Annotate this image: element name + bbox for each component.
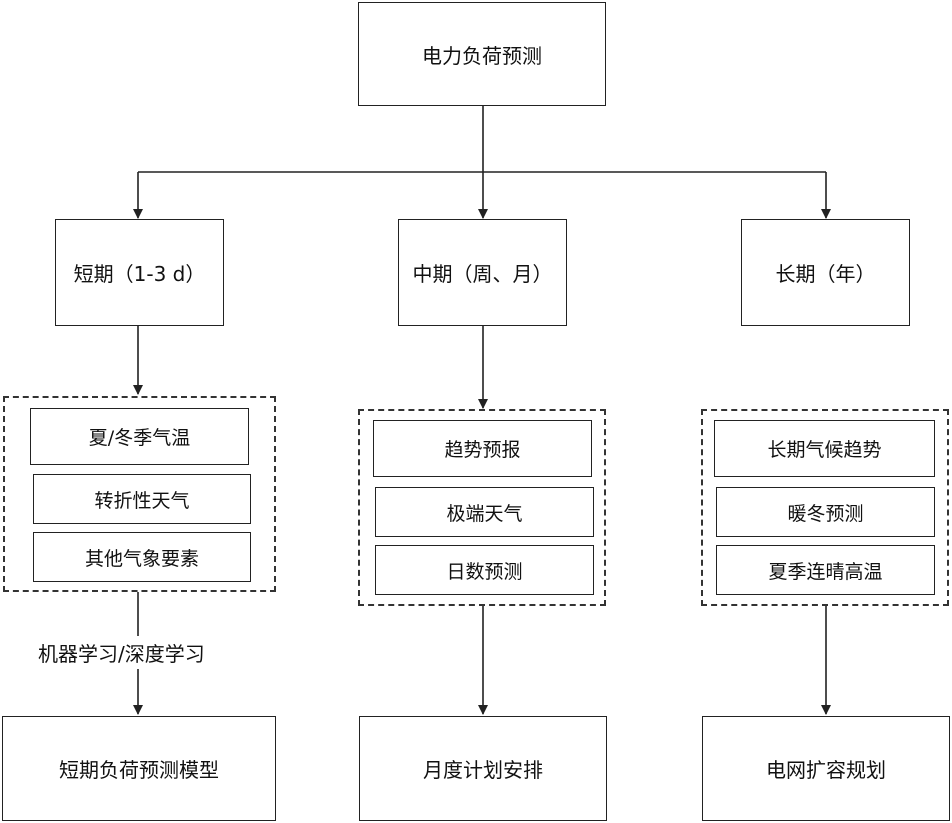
short-factor-label: 转折性天气 xyxy=(94,489,190,512)
mid-factor-label: 日数预测 xyxy=(446,560,523,583)
output-short-node: 短期负荷预测模型 xyxy=(2,716,276,821)
branch-long-node: 长期（年） xyxy=(741,219,910,326)
short-factor-item: 其他气象要素 xyxy=(33,532,251,582)
branch-short-node: 短期（1-3 d） xyxy=(55,219,224,326)
short-factor-label: 其他气象要素 xyxy=(84,547,199,570)
long-factor-label: 夏季连晴高温 xyxy=(768,560,883,583)
root-label: 电力负荷预测 xyxy=(422,43,542,68)
short-factors-group xyxy=(3,396,276,592)
branch-short-title: 短期（1-3 d） xyxy=(73,262,206,286)
output-short-label: 短期负荷预测模型 xyxy=(59,758,219,782)
mid-factor-label: 极端天气 xyxy=(446,502,523,525)
branch-mid-node: 中期（周、月） xyxy=(398,219,567,326)
short-factor-item: 夏/冬季气温 xyxy=(30,408,249,465)
mid-factor-item: 日数预测 xyxy=(375,545,594,595)
long-factor-label: 暖冬预测 xyxy=(787,502,864,525)
long-factors-group xyxy=(701,409,949,606)
long-factor-item: 长期气候趋势 xyxy=(714,420,935,477)
branch-long-title: 长期（年） xyxy=(775,262,876,286)
mid-factor-label: 趋势预报 xyxy=(444,439,521,461)
output-long-label: 电网扩容规划 xyxy=(766,758,886,782)
root-node: 电力负荷预测 xyxy=(358,2,606,106)
method-label: 机器学习/深度学习 xyxy=(32,636,211,669)
branch-mid-title: 中期（周、月） xyxy=(412,262,553,286)
long-factor-label: 长期气候趋势 xyxy=(767,439,882,461)
long-factor-item: 暖冬预测 xyxy=(716,487,935,537)
short-factor-item: 转折性天气 xyxy=(33,474,251,524)
mid-factor-item: 极端天气 xyxy=(375,487,594,537)
long-factor-item: 夏季连晴高温 xyxy=(716,545,935,595)
output-mid-label: 月度计划安排 xyxy=(423,758,543,782)
short-factor-label: 夏/冬季气温 xyxy=(88,427,191,449)
output-long-node: 电网扩容规划 xyxy=(702,716,950,821)
output-mid-node: 月度计划安排 xyxy=(359,716,607,821)
mid-factor-item: 趋势预报 xyxy=(373,420,592,477)
mid-factors-group xyxy=(358,409,606,606)
